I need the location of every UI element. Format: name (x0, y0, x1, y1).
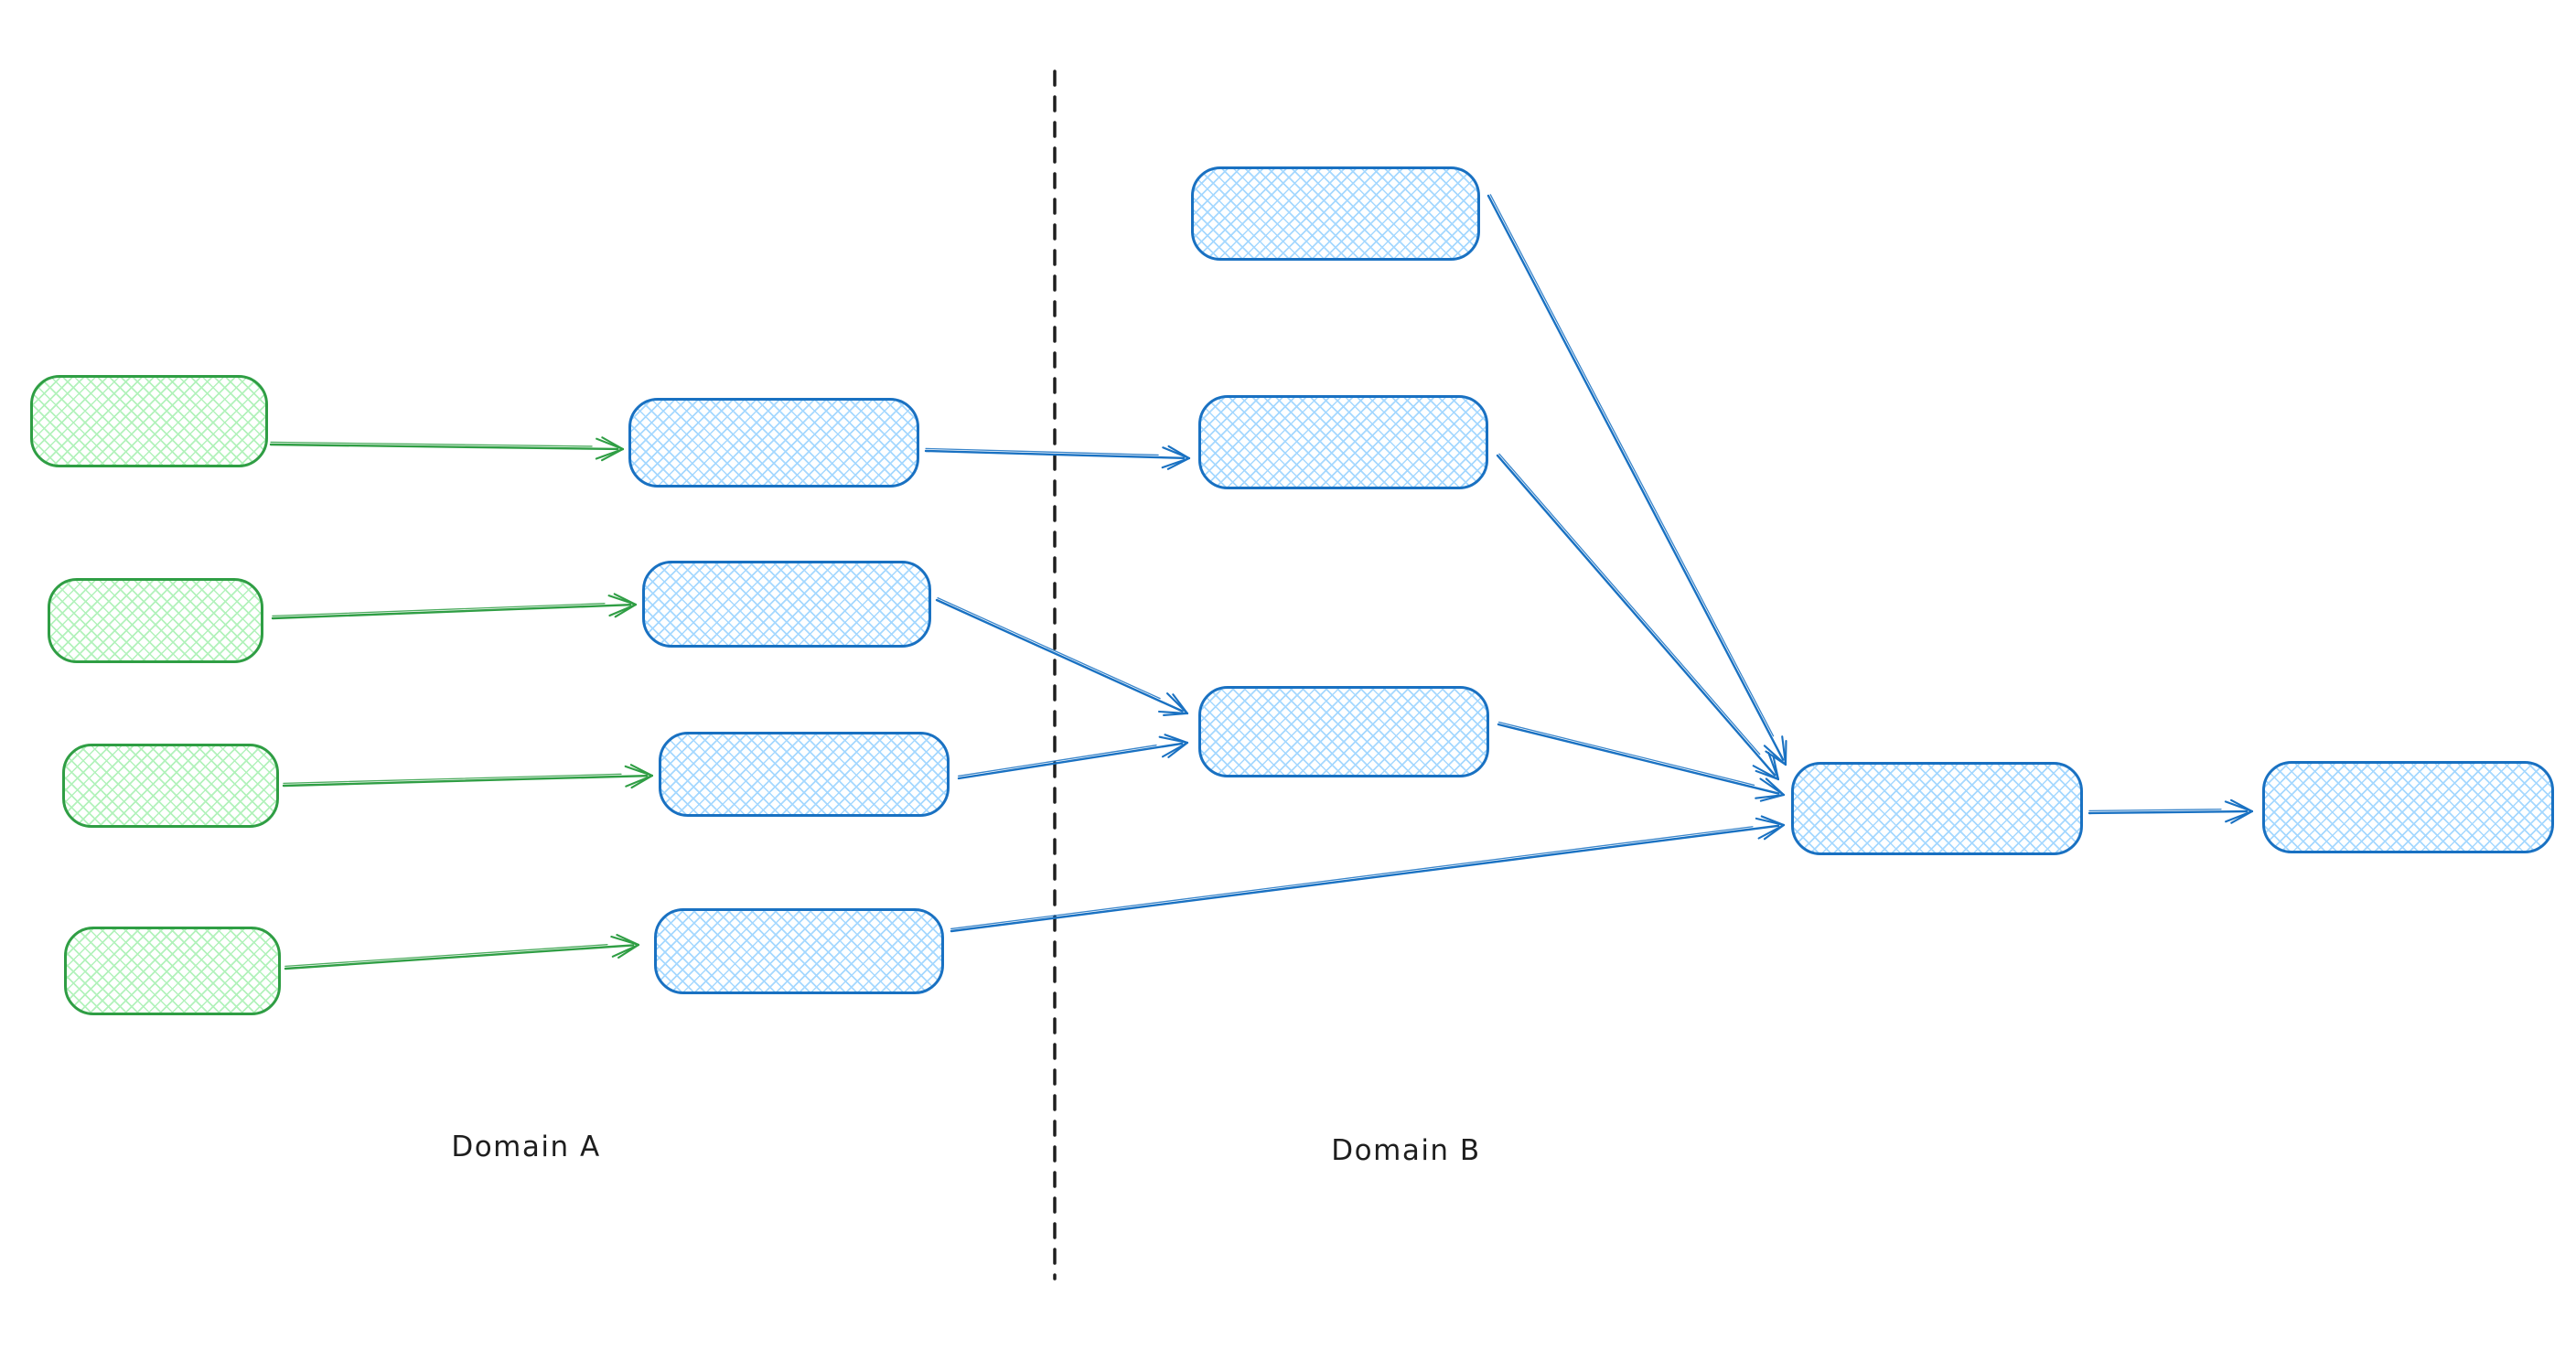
connector-source2-to-stage2 (271, 593, 638, 620)
connector-merge-to-aggregator (1497, 721, 1786, 802)
connector-aggregator-to-output (2088, 799, 2254, 824)
connector-source4-to-stage4 (284, 934, 640, 970)
node-domain-a-stage-1[interactable] (628, 398, 919, 488)
node-domain-a-source-4[interactable] (64, 927, 281, 1015)
node-domain-b-merge[interactable] (1198, 686, 1489, 777)
domain-b-label: Domain B (1331, 1134, 1481, 1167)
node-domain-a-source-2[interactable] (48, 578, 263, 663)
node-domain-b-aggregator[interactable] (1791, 762, 2083, 855)
connector-stage1-to-input2 (924, 445, 1191, 470)
connector-input1-to-aggregator (1487, 194, 1787, 766)
connector-stage2-to-merge (935, 596, 1189, 716)
connector-input2-to-aggregator (1496, 453, 1780, 781)
node-domain-b-input-1[interactable] (1191, 166, 1480, 261)
node-domain-a-stage-4[interactable] (654, 908, 944, 994)
node-domain-a-stage-2[interactable] (642, 561, 931, 648)
connector-source3-to-stage3 (282, 764, 654, 789)
node-domain-b-input-2[interactable] (1198, 395, 1488, 489)
connector-stage3-to-merge (957, 734, 1189, 780)
connector-source1-to-stage1 (269, 436, 625, 462)
node-domain-a-source-3[interactable] (62, 744, 279, 828)
node-domain-b-output[interactable] (2262, 761, 2554, 853)
node-domain-a-stage-3[interactable] (659, 732, 950, 817)
node-domain-a-source-1[interactable] (30, 375, 268, 467)
connector-stage4-to-aggregator (950, 815, 1786, 933)
domain-a-label: Domain A (451, 1131, 601, 1163)
